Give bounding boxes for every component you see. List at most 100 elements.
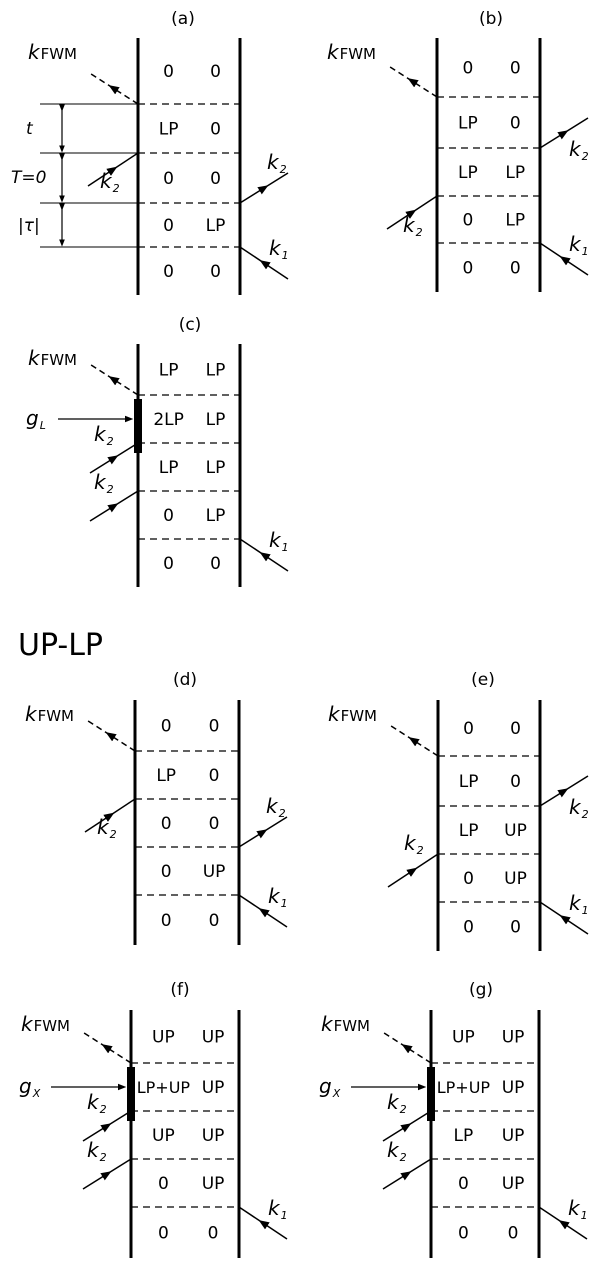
bra-state: 0 bbox=[208, 1224, 219, 1244]
ket-state: 0 bbox=[463, 719, 474, 739]
k-fwm-label: kFWM bbox=[21, 1012, 70, 1036]
ket-state: LP bbox=[159, 458, 179, 478]
k1-label: k1 bbox=[568, 1196, 588, 1222]
bra-state: 0 bbox=[210, 62, 221, 82]
ket-state: LP bbox=[459, 772, 479, 792]
ket-state: 0 bbox=[161, 862, 172, 882]
k-fwm-line bbox=[386, 64, 438, 98]
time-label-t: t bbox=[26, 119, 34, 139]
k2-left-line bbox=[87, 152, 139, 187]
k2-left-line bbox=[84, 798, 136, 833]
interaction-block bbox=[134, 399, 142, 453]
k1-line bbox=[238, 894, 288, 928]
bra-state: 0 bbox=[210, 262, 221, 282]
k1-line bbox=[239, 246, 289, 280]
k-fwm-label: kFWM bbox=[321, 1012, 370, 1036]
k-fwm-line bbox=[387, 723, 439, 757]
k2-label: k2 bbox=[387, 1090, 407, 1116]
bra-state: 0 bbox=[510, 772, 521, 792]
bra-state: UP bbox=[202, 1126, 225, 1146]
bra-state: LP bbox=[505, 211, 525, 231]
k2-right-label: k2 bbox=[267, 150, 287, 176]
k2-label: k2 bbox=[94, 422, 114, 448]
ket-state: LP bbox=[454, 1126, 474, 1146]
ket-state: 0 bbox=[163, 216, 174, 236]
k-fwm-line bbox=[80, 1030, 132, 1064]
k1-line bbox=[238, 1206, 288, 1240]
k2-label: k2 bbox=[87, 1090, 107, 1116]
ket-state: LP bbox=[458, 163, 478, 183]
bra-state: 0 bbox=[210, 120, 221, 140]
diagram-label: (e) bbox=[471, 670, 495, 690]
k1-line bbox=[539, 242, 589, 276]
bra-state: 0 bbox=[510, 719, 521, 739]
ket-state: 0 bbox=[463, 918, 474, 938]
ket-state: 0 bbox=[462, 211, 473, 231]
k2-left-label: k2 bbox=[97, 815, 117, 841]
k1-line bbox=[539, 901, 589, 935]
k1-label: k1 bbox=[268, 884, 288, 910]
bra-state: 0 bbox=[210, 169, 221, 189]
k2-line bbox=[89, 490, 139, 522]
bra-state: 0 bbox=[210, 554, 221, 574]
k2-right-line bbox=[238, 816, 288, 848]
bra-state: 0 bbox=[510, 918, 521, 938]
bra-state: UP bbox=[202, 1028, 225, 1048]
diagram-label: (a) bbox=[171, 9, 195, 29]
k-fwm-label: kFWM bbox=[28, 40, 77, 64]
ket-state: 0 bbox=[163, 506, 174, 526]
bra-state: 0 bbox=[209, 814, 220, 834]
ket-state: LP+UP bbox=[137, 1078, 191, 1097]
k2-right-label: k2 bbox=[569, 795, 589, 821]
ket-state: LP bbox=[159, 120, 179, 140]
bra-state: LP bbox=[505, 163, 525, 183]
ket-state: UP bbox=[152, 1028, 175, 1048]
bra-state: 0 bbox=[510, 59, 521, 79]
time-label-T: T=0 bbox=[11, 168, 46, 188]
bra-state: 0 bbox=[209, 717, 220, 737]
ket-state: 0 bbox=[458, 1224, 469, 1244]
k1-line bbox=[538, 1206, 588, 1240]
bra-state: UP bbox=[202, 1078, 225, 1098]
diagram-label: (d) bbox=[173, 670, 197, 690]
coupling-label: gL bbox=[26, 406, 46, 432]
bra-state: UP bbox=[502, 1174, 525, 1194]
ket-state: LP bbox=[458, 114, 478, 134]
bra-state: UP bbox=[504, 869, 527, 889]
k2-line bbox=[82, 1110, 132, 1142]
k-fwm-label: kFWM bbox=[328, 702, 377, 726]
bra-state: 0 bbox=[510, 114, 521, 134]
diagram-label: (b) bbox=[479, 9, 503, 29]
k2-right-label: k2 bbox=[569, 137, 589, 163]
k2-right-line bbox=[539, 775, 589, 807]
bra-state: UP bbox=[502, 1028, 525, 1048]
k-fwm-label: kFWM bbox=[327, 40, 376, 64]
k1-label: k1 bbox=[268, 1196, 288, 1222]
interaction-block bbox=[127, 1067, 135, 1121]
diagram-label: (g) bbox=[469, 980, 493, 1000]
k1-label: k1 bbox=[269, 236, 289, 262]
k1-label: k1 bbox=[269, 528, 289, 554]
k2-line bbox=[89, 442, 139, 474]
k1-label: k1 bbox=[569, 891, 589, 917]
bra-state: 0 bbox=[508, 1224, 519, 1244]
k2-line bbox=[382, 1158, 432, 1190]
time-label-tau: |τ| bbox=[18, 216, 40, 236]
bra-state: UP bbox=[502, 1078, 525, 1098]
bra-state: 0 bbox=[510, 259, 521, 279]
bra-state: UP bbox=[504, 821, 527, 841]
ket-state: 0 bbox=[161, 717, 172, 737]
k2-label: k2 bbox=[94, 470, 114, 496]
k2-left-line bbox=[386, 195, 438, 230]
k-fwm-line bbox=[380, 1030, 432, 1064]
bra-state: LP bbox=[206, 216, 226, 236]
ket-state: 0 bbox=[161, 814, 172, 834]
bra-state: UP bbox=[203, 862, 226, 882]
k2-line bbox=[382, 1110, 432, 1142]
k2-left-label: k2 bbox=[100, 169, 120, 195]
bra-state: 0 bbox=[209, 766, 220, 786]
